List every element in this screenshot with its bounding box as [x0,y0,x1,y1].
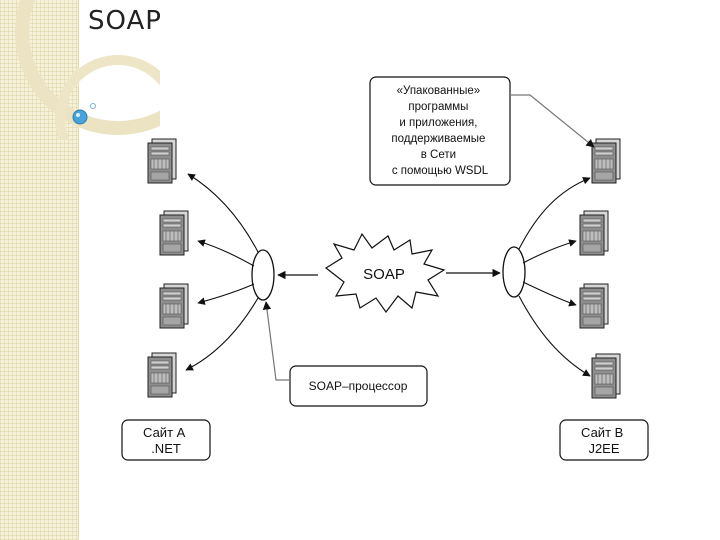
server-icon [159,283,189,329]
packaged-programs-text: «Упакованные» программы и приложения, по… [391,85,488,177]
site-a-box [121,419,211,461]
slide-title: SOAP [88,6,162,36]
site-b-label: Сайт В J2EE [581,425,627,456]
explosion-icon [324,232,446,314]
router-icon [502,246,526,298]
server-icon [579,283,609,329]
small-ring-dot [90,103,96,109]
server-icon [591,353,621,399]
site-b-box [559,419,649,461]
server-icon [159,210,189,256]
blue-bullet-dot [72,109,88,125]
packaged-programs-note [369,76,511,186]
server-icon [147,138,177,184]
server-icon [591,138,621,184]
server-icon [147,352,177,398]
soap-center-label: SOAP [363,266,405,283]
soap-processor-label: SOAP–процессор [309,379,408,393]
server-icon [579,210,609,256]
site-a-label: Сайт А .NET [143,425,189,456]
decorative-circles [15,0,160,140]
soap-processor-box [289,365,428,407]
router-icon [251,249,275,301]
